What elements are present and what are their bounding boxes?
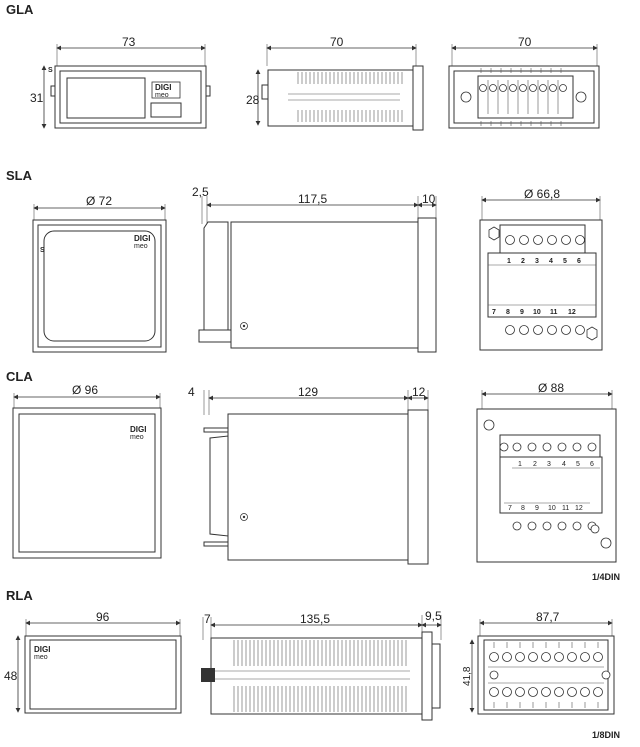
svg-text:7: 7 (508, 505, 512, 512)
logo-top: DIGI (130, 425, 146, 434)
svg-text:8: 8 (521, 505, 525, 512)
svg-text:3: 3 (547, 461, 551, 468)
svg-text:2: 2 (533, 461, 537, 468)
dim-cla-rear-width: Ø 88 (538, 381, 564, 395)
dim-cla-side-a: 4 (188, 385, 195, 399)
svg-text:7: 7 (492, 309, 496, 316)
svg-text:4: 4 (562, 461, 566, 468)
sla-rear-view: Ø 66,8 1 2 3 4 5 6 7 8 9 10 11 12 (479, 187, 603, 351)
svg-text:5: 5 (576, 461, 580, 468)
section-title-gla: GLA (6, 2, 34, 17)
dim-rla-rear-height: 41,8 (462, 666, 473, 686)
logo-bottom: meo (34, 654, 48, 661)
dim-gla-side-width: 70 (330, 35, 344, 49)
cla-side-view: 4 129 12 (188, 385, 429, 565)
logo-top: DIGI (155, 83, 171, 92)
dim-sla-side-a: 2,5 (192, 185, 209, 199)
svg-text:12: 12 (568, 309, 576, 316)
dim-rla-side-b: 135,5 (300, 612, 330, 626)
logo-bottom: meo (130, 434, 144, 441)
logo-top: DIGI (134, 234, 150, 243)
dim-sla-rear-width: Ø 66,8 (524, 187, 560, 201)
svg-text:10: 10 (548, 505, 556, 512)
svg-text:9: 9 (520, 309, 524, 316)
svg-text:8: 8 (506, 309, 510, 316)
section-title-rla: RLA (6, 588, 33, 603)
dim-gla-front-height: 31 (30, 91, 44, 105)
logo: DIGI meo (130, 425, 146, 441)
svg-text:1: 1 (507, 258, 511, 265)
svg-text:1: 1 (518, 461, 522, 468)
dim-cla-side-b: 129 (298, 385, 318, 399)
sla-side-view: 2,5 117,5 10 (192, 185, 437, 353)
sla-terminal-numbers-top: 1 2 3 4 5 6 (507, 258, 581, 265)
logo-top: DIGI (34, 645, 50, 654)
logo: DIGI meo (134, 234, 150, 250)
logo: DIGI meo (34, 645, 50, 661)
cla-terminal-numbers-bottom: 7 8 9 10 11 12 (508, 505, 583, 512)
dim-cla-side-c: 12 (412, 385, 426, 399)
dim-sla-front-width: Ø 72 (86, 194, 112, 208)
svg-text:3: 3 (535, 258, 539, 265)
front-mark: S (48, 67, 53, 74)
dim-rla-front-width: 96 (96, 610, 110, 624)
cla-terminal-numbers-top: 1 2 3 4 5 6 (518, 461, 594, 468)
section-title-cla: CLA (6, 369, 33, 384)
dim-sla-side-b: 117,5 (298, 192, 327, 206)
dim-gla-front-width: 73 (122, 35, 136, 49)
din-label-quarter: 1/4DIN (592, 572, 620, 582)
dim-sla-side-c: 10 (422, 192, 436, 206)
logo-bottom: meo (134, 243, 148, 250)
rla-front-view: 96 48 DIGI meo (4, 610, 182, 714)
dim-rla-rear-width: 87,7 (536, 610, 560, 624)
svg-text:5: 5 (563, 258, 567, 265)
sla-terminal-numbers-bottom: 7 8 9 10 11 12 (492, 309, 576, 316)
svg-text:10: 10 (533, 309, 541, 316)
svg-text:2: 2 (521, 258, 525, 265)
rla-rear-view: 87,7 41,8 (462, 610, 615, 715)
rla-side-view: 7 135,5 9,5 (201, 609, 442, 721)
dim-gla-side-height: 28 (246, 93, 260, 107)
dim-rla-side-c: 9,5 (425, 609, 442, 623)
svg-text:6: 6 (577, 258, 581, 265)
dim-rla-front-height: 48 (4, 669, 18, 683)
gla-front-view: 73 31 S DIGI meo (30, 35, 211, 129)
cla-front-view: Ø 96 DIGI meo (12, 383, 162, 559)
svg-text:12: 12 (575, 505, 583, 512)
gla-side-view: 70 28 (246, 35, 424, 131)
svg-text:9: 9 (535, 505, 539, 512)
cla-rear-view: Ø 88 1 2 3 4 5 6 7 8 9 10 11 12 (476, 381, 617, 563)
dim-cla-front-width: Ø 96 (72, 383, 98, 397)
svg-text:6: 6 (590, 461, 594, 468)
section-title-sla: SLA (6, 168, 33, 183)
sla-front-mark: S (40, 247, 45, 254)
din-label-eighth: 1/8DIN (592, 730, 620, 740)
sla-front-view: Ø 72 S DIGI meo (32, 194, 167, 353)
gla-rear-view: 70 (448, 35, 600, 129)
dim-rla-side-a: 7 (204, 612, 211, 626)
dim-gla-rear-width: 70 (518, 35, 532, 49)
svg-text:11: 11 (550, 309, 558, 316)
svg-text:11: 11 (562, 505, 569, 512)
logo-bottom: meo (155, 92, 169, 99)
svg-text:4: 4 (549, 258, 553, 265)
logo: DIGI meo (151, 81, 181, 99)
